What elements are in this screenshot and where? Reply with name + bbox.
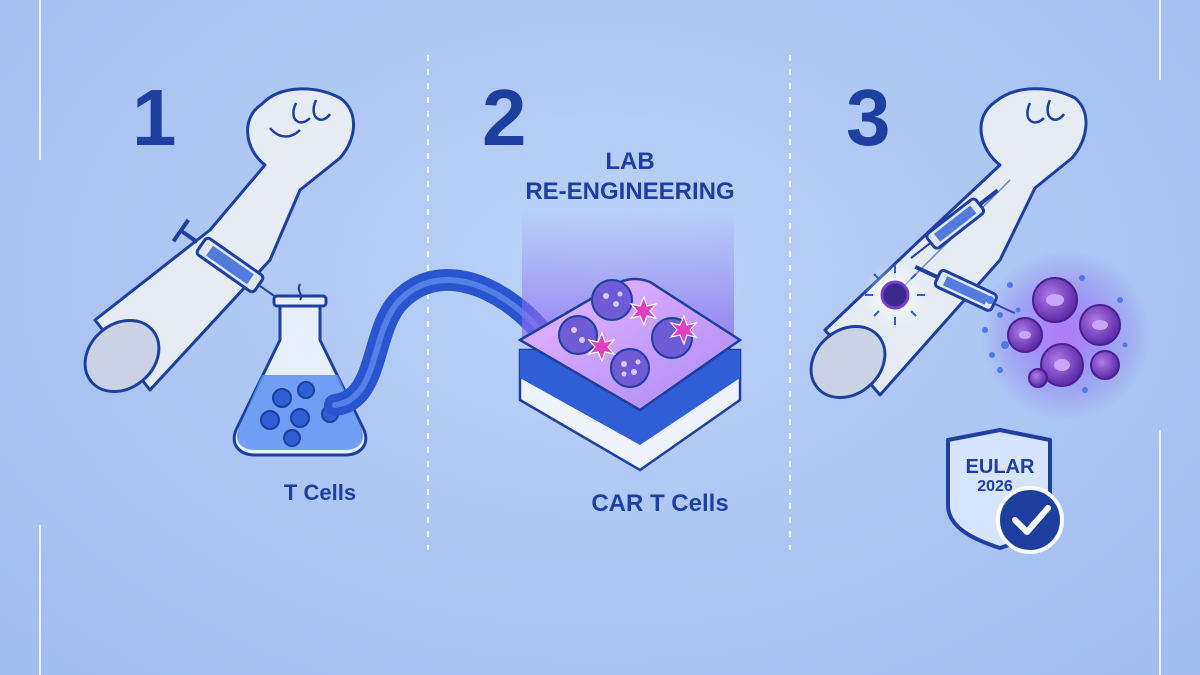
lab-title-line2: RE-ENGINEERING xyxy=(525,178,735,205)
badge-year: 2026 xyxy=(977,478,1013,495)
cell-icon xyxy=(863,263,927,327)
step-number-2: 2 xyxy=(482,73,527,162)
syringe-icon-3 xyxy=(914,264,1016,315)
syringe-icon xyxy=(171,218,284,304)
caption-car-t-cells: CAR T Cells xyxy=(591,490,729,517)
lab-title-line1: LAB xyxy=(605,148,655,175)
step-number-3: 3 xyxy=(846,73,891,162)
petri-dish-icon xyxy=(517,277,743,472)
arm-icon xyxy=(83,87,355,394)
cancer-cells xyxy=(980,250,1150,420)
badge-eular: EULAR xyxy=(965,456,1035,478)
checkmark-icon xyxy=(996,486,1064,554)
flask-icon xyxy=(232,283,368,457)
syringe-icon-2 xyxy=(910,188,999,259)
caption-t-cells: T Cells xyxy=(283,480,357,505)
step-number-1: 1 xyxy=(132,73,177,162)
